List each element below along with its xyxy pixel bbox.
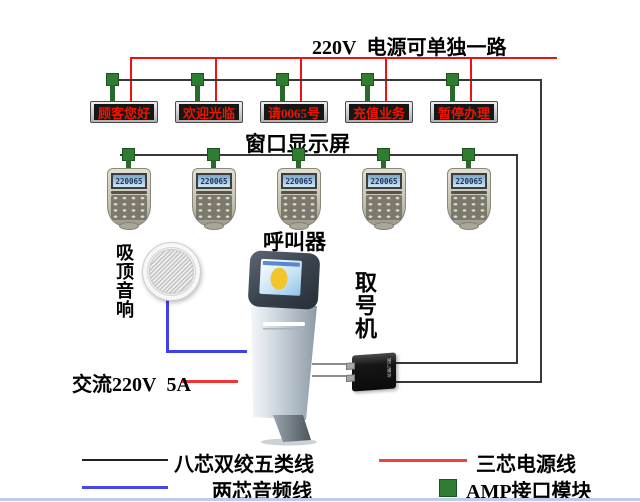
caller-lcd: 220065: [366, 173, 402, 189]
caller-keypad: [196, 195, 232, 220]
caller-speaker-grille: [204, 222, 224, 230]
caller-lcd: 220065: [111, 173, 147, 189]
legend-audio-label: 两芯音频线: [212, 481, 312, 502]
legend-cat5-label: 八芯双绞五类线: [174, 454, 314, 476]
caller-speaker-grille: [119, 222, 139, 230]
led-display: 欢迎光临: [175, 101, 243, 123]
kiosk-label: 取号机: [352, 271, 377, 340]
caller-keypad: [111, 195, 147, 220]
speaker-label: 吸顶音响: [114, 243, 134, 319]
caller-keypad: [281, 195, 317, 220]
ticket-kiosk: [248, 250, 320, 446]
led-display: 顾客您好: [90, 101, 158, 123]
caller-device: 220065: [107, 168, 151, 230]
amp-module: 接口模块: [346, 352, 396, 392]
caller-label-strip: [111, 191, 147, 194]
caller-connector-stem: [381, 160, 386, 170]
audio-line-horizontal: [166, 350, 247, 353]
kiosk-module-wire: [312, 363, 354, 365]
caller-speaker-grille: [289, 222, 309, 230]
display-bus-vertical: [540, 79, 542, 383]
legend-power-line: [379, 459, 467, 462]
led-display: 充值业务: [345, 101, 413, 123]
kiosk-screen-graphic: [270, 267, 288, 290]
caller-lcd: 220065: [281, 173, 317, 189]
legend-amp-swatch: [439, 479, 457, 497]
led-display-text: 欢迎光临: [179, 104, 239, 120]
display-connector-stem: [365, 85, 370, 102]
display-bus-bottom: [394, 381, 542, 383]
led-display: 请0065号: [260, 101, 328, 123]
kiosk-module-wire: [312, 375, 354, 377]
power-label: 220V 电源可单独一路: [312, 37, 507, 59]
caller-label-strip: [366, 191, 402, 194]
led-display-text: 顾客您好: [94, 104, 154, 120]
caller-connector-stem: [296, 160, 301, 170]
caller-label-strip: [281, 191, 317, 194]
led-display: 暂停办理: [430, 101, 498, 123]
led-display-text: 充值业务: [349, 104, 409, 120]
module-label: 接口模块: [386, 357, 391, 379]
caller-keypad: [451, 195, 487, 220]
kiosk-body: [251, 304, 317, 420]
caller-label-strip: [196, 191, 232, 194]
caller-speaker-grille: [374, 222, 394, 230]
legend-audio-line: [82, 486, 168, 489]
caller-connector-stem: [466, 160, 471, 170]
caller-lcd: 220065: [451, 173, 487, 189]
display-connector-stem: [280, 85, 285, 102]
display-connector-stem: [195, 85, 200, 102]
caller-device: 220065: [277, 168, 321, 230]
legend-power-label: 三芯电源线: [476, 454, 576, 476]
display-connector-stem: [110, 85, 115, 102]
caller-connector-stem: [211, 160, 216, 170]
display-connector-stem: [450, 85, 455, 102]
caller-bus-line: [120, 154, 518, 156]
audio-line-vertical: [166, 299, 169, 353]
caller-bus-vertical: [516, 154, 518, 364]
caller-bus-bottom: [394, 362, 518, 364]
legend-cat5-line: [82, 459, 168, 461]
caller-device: 220065: [362, 168, 406, 230]
caller-lcd: 220065: [196, 173, 232, 189]
display-bus-line: [111, 79, 542, 81]
led-display-text: 请0065号: [264, 104, 324, 120]
ac-power-label: 交流220V 5A: [72, 374, 191, 396]
caller-keypad: [366, 195, 402, 220]
caller-device: 220065: [447, 168, 491, 230]
caller-label-strip: [451, 191, 487, 194]
ceiling-speaker: [142, 242, 201, 301]
led-display-text: 暂停办理: [434, 104, 494, 120]
ac-power-line: [181, 380, 238, 383]
module-pin: [346, 362, 355, 370]
bottom-border: [0, 498, 640, 501]
legend-amp-label: AMP接口模块: [466, 481, 592, 502]
kiosk-printer-slot: [263, 322, 305, 326]
caller-label: 呼叫器: [263, 230, 326, 254]
kiosk-foot: [273, 415, 311, 442]
caller-connector-stem: [126, 160, 131, 170]
caller-device: 220065: [192, 168, 236, 230]
caller-speaker-grille: [459, 222, 479, 230]
speaker-mesh: [149, 249, 194, 294]
module-pin: [346, 374, 355, 382]
power-bus-line: [130, 57, 557, 59]
